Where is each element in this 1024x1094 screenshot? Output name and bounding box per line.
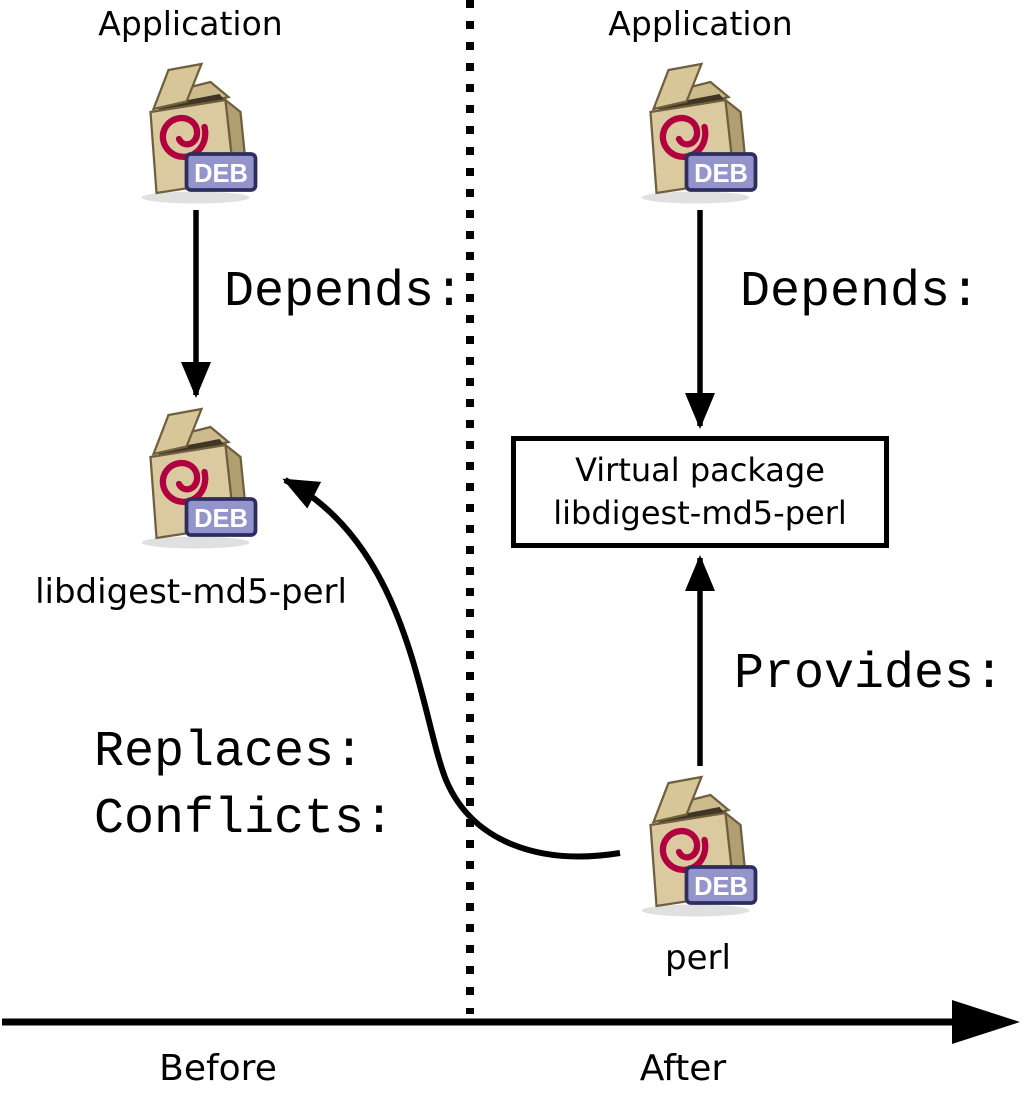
deb-package-icon-perl (615, 768, 770, 918)
deb-package-icon-app-after (615, 55, 770, 205)
deb-package-icon-app-before (115, 55, 270, 205)
axis-label-before: Before (159, 1048, 277, 1089)
package-name-label-perl: perl (665, 938, 731, 978)
depends-label-before: Depends: (224, 264, 465, 321)
conflicts-label: Conflicts: (94, 791, 395, 848)
virtual-package-line1: Virtual package (575, 450, 825, 489)
virtual-package-box: Virtual package libdigest-md5-perl (511, 436, 889, 548)
application-label-before: Application (98, 4, 283, 43)
provides-label: Provides: (734, 646, 1005, 703)
timeline-axis-arrowhead (952, 1000, 1020, 1044)
virtual-package-line2: libdigest-md5-perl (553, 494, 847, 532)
package-name-label-libdigest: libdigest-md5-perl (35, 572, 347, 612)
application-label-after: Application (608, 4, 793, 43)
axis-label-after: After (639, 1048, 727, 1089)
deb-package-icon-libdigest (115, 400, 270, 550)
replaces-conflicts-arrow (282, 477, 621, 860)
replaces-label: Replaces: (94, 724, 365, 781)
depends-label-after: Depends: (740, 264, 981, 321)
